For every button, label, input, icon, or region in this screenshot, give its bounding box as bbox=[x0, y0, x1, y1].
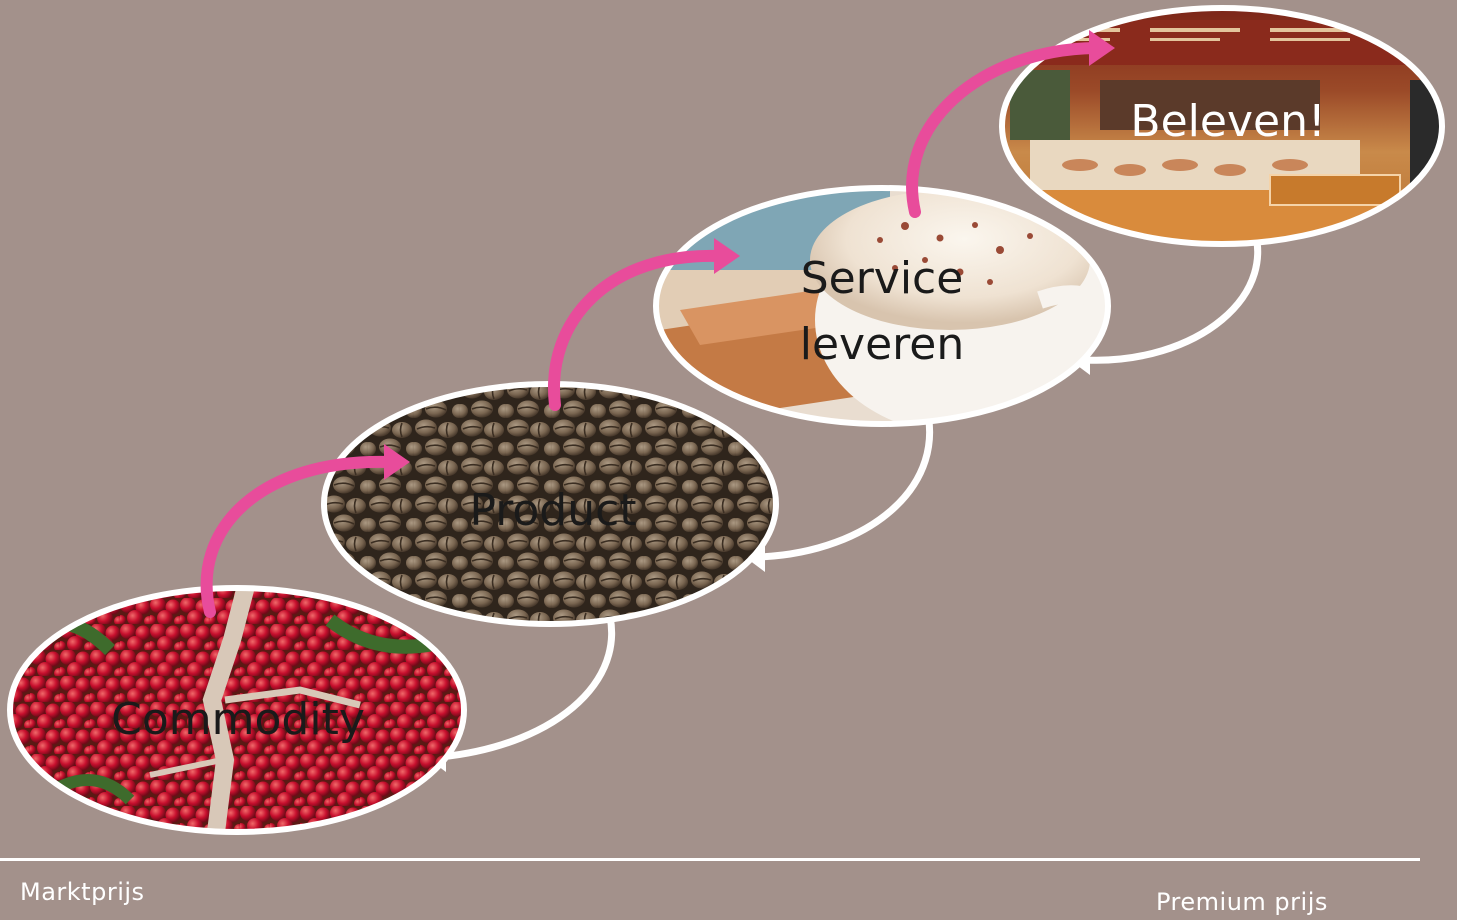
stage-label-line: leveren bbox=[800, 319, 964, 370]
stage-label-line: Beleven! bbox=[1130, 96, 1325, 147]
stage-label-line: Product bbox=[469, 485, 636, 536]
stage-label-product: Product bbox=[469, 485, 636, 536]
stage-label-commodity: Commodity bbox=[111, 694, 365, 745]
axis-label-market-price: Marktprijs bbox=[20, 878, 145, 906]
stage-service: Service leveren bbox=[650, 185, 1120, 435]
stage-label-line: Commodity bbox=[111, 694, 365, 745]
price-axis-line bbox=[0, 858, 1420, 861]
stage-experience: Beleven! bbox=[995, 5, 1457, 250]
stage-label-experience: Beleven! bbox=[1130, 96, 1325, 147]
stage-product: Product bbox=[320, 380, 780, 630]
stage-commodity: Commodity bbox=[0, 580, 480, 850]
stage-label-line: Service bbox=[801, 253, 964, 304]
axis-label-premium-price: Premium prijs bbox=[1156, 888, 1328, 916]
